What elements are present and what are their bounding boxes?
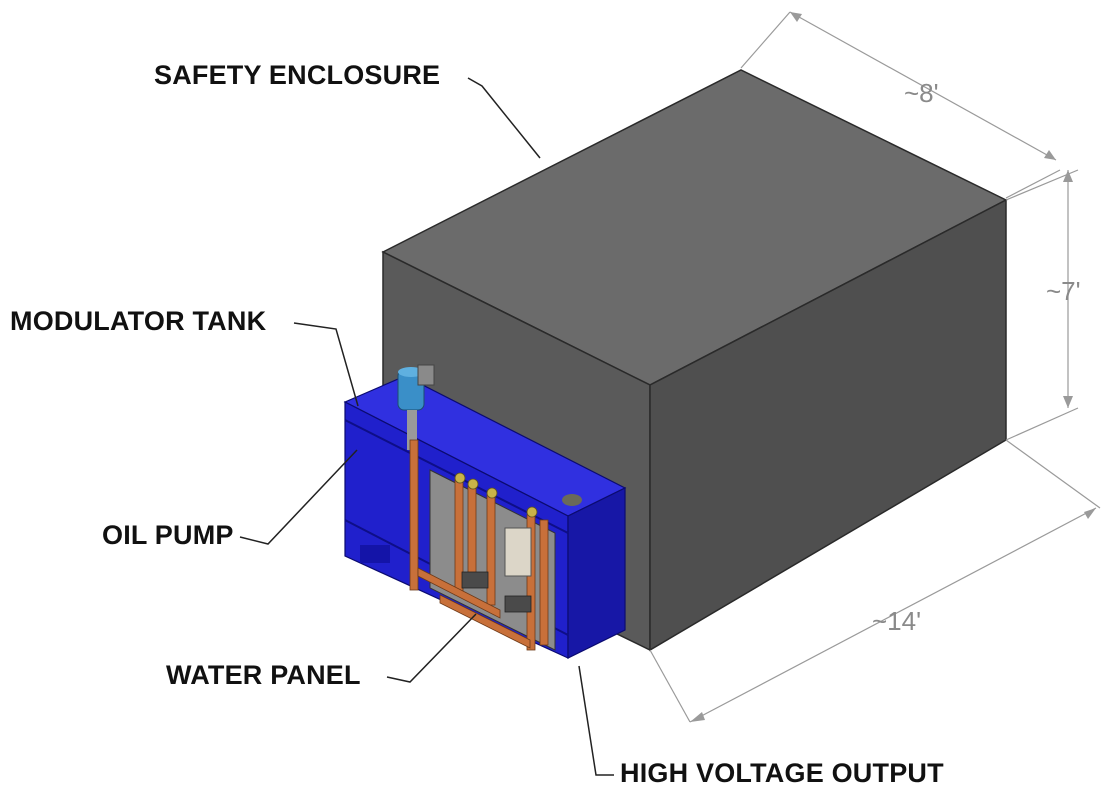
leader-safety-enclosure (467, 77, 541, 159)
dimension-lines (649, 11, 1101, 723)
modulator-tank-label: MODULATOR TANK (10, 306, 267, 336)
safety-enclosure-label: SAFETY ENCLOSURE (154, 60, 441, 90)
water-panel (409, 439, 582, 651)
leader-oil-pump (239, 449, 358, 545)
depth-dimension-label: ~8' (904, 78, 939, 108)
dimension-arrowheads (690, 12, 1096, 722)
hv-output-bushing (562, 494, 582, 506)
tank-end-face (567, 487, 626, 659)
length-dimension-label: ~14' (872, 606, 922, 636)
oil-pump (397, 364, 435, 450)
leader-lines (239, 77, 614, 776)
panel-box (504, 527, 532, 577)
high-voltage-output-label: HIGH VOLTAGE OUTPUT (620, 758, 944, 788)
leader-high-voltage-output (578, 665, 614, 776)
height-dimension-label: ~7' (1046, 276, 1081, 306)
water-panel-label: WATER PANEL (166, 660, 361, 690)
leader-water-panel (386, 613, 477, 683)
leader-modulator-tank (293, 322, 359, 407)
oil-pump-label: OIL PUMP (102, 520, 234, 550)
tank-foot (360, 545, 390, 563)
